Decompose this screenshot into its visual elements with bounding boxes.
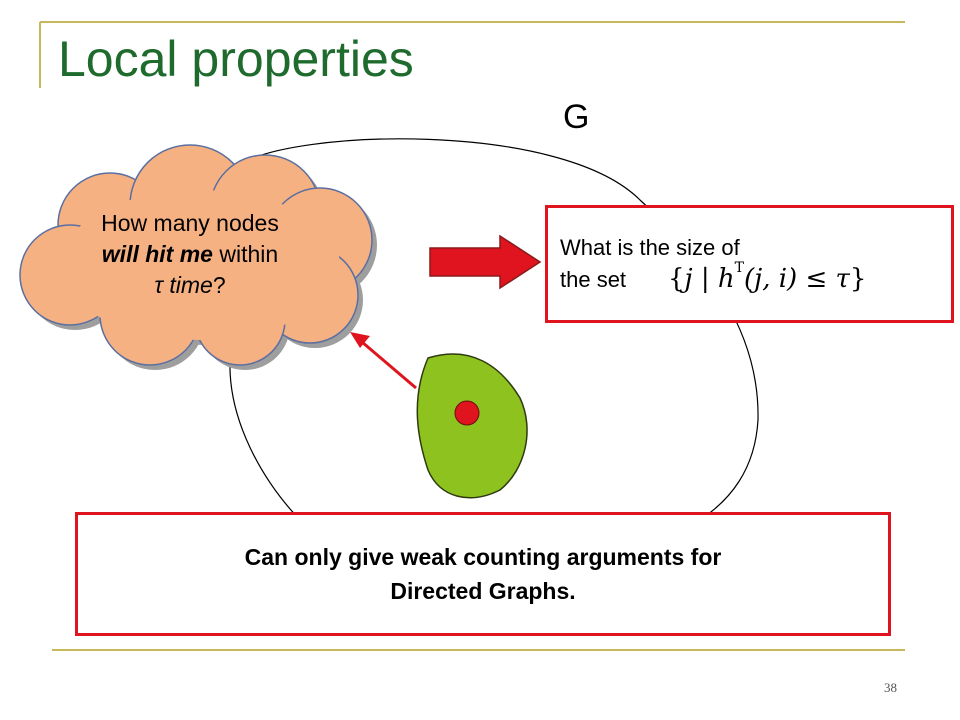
block-arrow-right [429, 234, 542, 290]
formula-h: h [717, 264, 735, 294]
formula-tau: τ [835, 264, 850, 294]
question-line-2: the set [560, 267, 627, 292]
cloud-emphasis: will hit me [101, 241, 213, 267]
question-line-1: What is the size of [560, 235, 740, 260]
question-box: What is the size of the set {j | hT(j, i… [545, 205, 954, 323]
formula-j: j [684, 264, 693, 294]
note-text: Can only give weak counting arguments fo… [133, 540, 833, 608]
cloud-core [60, 190, 340, 340]
note-line-2: Directed Graphs. [390, 578, 576, 604]
set-formula: {j | hT(j, i) ≤ τ} [668, 260, 867, 294]
slide-title: Local properties [58, 31, 414, 87]
note-line-1: Can only give weak counting arguments fo… [244, 544, 722, 570]
formula-bar: | [692, 264, 718, 294]
cloud-question: How many nodes will hit me within τ time… [55, 208, 325, 301]
pointer-arrow-head [350, 332, 370, 348]
formula-open-brace: { [668, 264, 685, 294]
formula-args: (j, i) [744, 264, 798, 294]
pointer-arrow-line [361, 340, 417, 390]
cloud-line-1: How many nodes [101, 210, 279, 236]
node-i [454, 400, 480, 426]
cloud-tau-time: τ time [154, 272, 213, 298]
cloud-question-mark: ? [212, 272, 226, 298]
page-number: 38 [884, 680, 897, 695]
formula-sup-T: T [734, 260, 744, 276]
formula-le: ≤ [797, 264, 836, 294]
note-box: Can only give weak counting arguments fo… [75, 512, 891, 636]
cloud-line-2-rest: within [212, 241, 279, 267]
graph-label: G [563, 98, 590, 136]
local-neighborhood-region [416, 353, 528, 499]
question-text: What is the size of the set [560, 232, 740, 296]
formula-close-brace: } [849, 264, 867, 294]
